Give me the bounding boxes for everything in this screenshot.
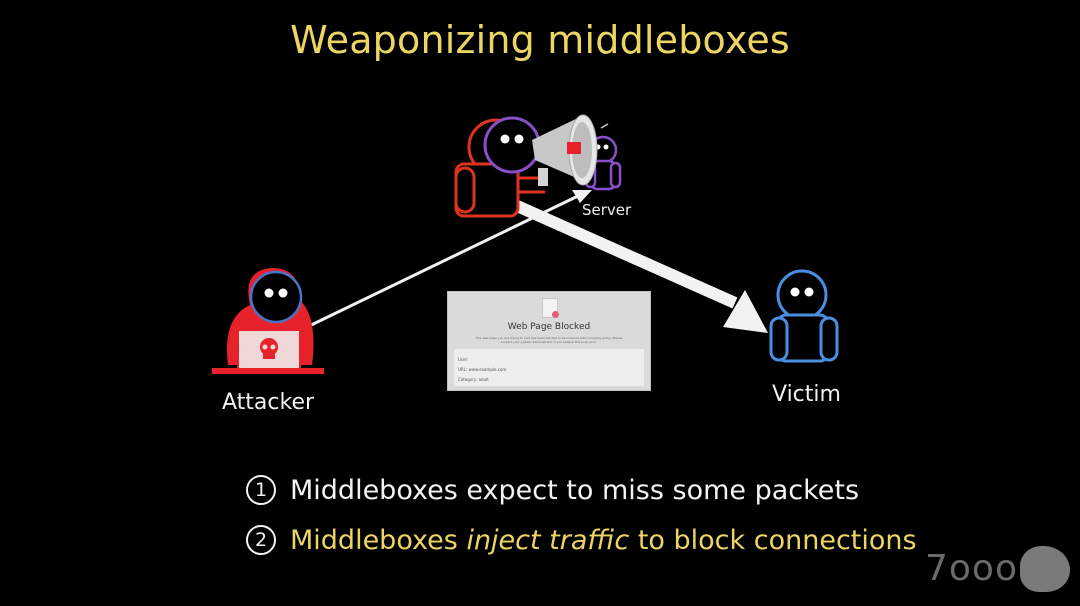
bullet-2-text-after: to block connections — [629, 524, 917, 556]
blocked-page-details: User: URL: www.example.com Category: adu… — [454, 349, 644, 386]
bullet-1-text: Middleboxes expect to miss some packets — [290, 474, 860, 506]
blocked-badge-icon — [552, 311, 559, 318]
slide-title: Weaponizing middleboxes — [290, 18, 790, 62]
detail-url: URL: www.example.com — [458, 367, 507, 372]
watermark-logo: 7ooo — [925, 548, 1018, 589]
middlebox-person-icon — [454, 116, 545, 218]
attacker-label: Attacker — [222, 390, 315, 415]
bullet-2-text-italic: inject traffic — [466, 524, 630, 556]
web-page-blocked-screenshot: Web Page Blocked The web page you are tr… — [447, 291, 651, 391]
blocked-page-description: The web page you are trying to visit has… — [475, 336, 623, 344]
skull-icon — [260, 338, 278, 359]
attacker-icon — [212, 268, 324, 374]
bullet-2: 2 Middleboxes inject traffic to block co… — [246, 515, 917, 565]
server-label: Server — [582, 201, 632, 219]
bullet-2-text-before: Middleboxes — [290, 524, 467, 556]
megaphone-icon — [532, 114, 598, 186]
victim-icon — [769, 269, 839, 363]
bullet-1: 1 Middleboxes expect to miss some packet… — [246, 465, 917, 515]
detail-user: User: — [458, 357, 469, 362]
bullet-list: 1 Middleboxes expect to miss some packet… — [246, 465, 917, 565]
arrow-middlebox-to-victim — [512, 199, 768, 333]
number-circle-1: 1 — [246, 475, 276, 505]
victim-label: Victim — [772, 382, 841, 407]
detail-category: Category: adult — [458, 377, 489, 382]
watermark-splat-icon — [1020, 546, 1070, 592]
number-circle-2: 2 — [246, 525, 276, 555]
blocked-page-title: Web Page Blocked — [507, 322, 591, 332]
